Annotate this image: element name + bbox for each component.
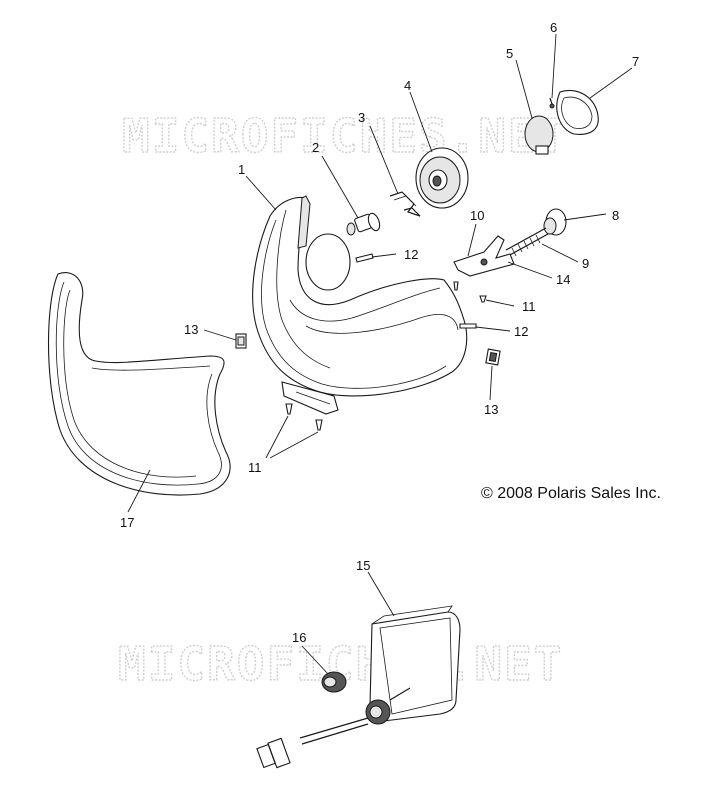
part-7-ring-gasket: [556, 90, 599, 135]
part-1-headlight-housing: [252, 195, 468, 415]
callout-15: 15: [356, 558, 370, 573]
part-10-bracket: [453, 235, 515, 277]
callout-13a: 13: [184, 322, 198, 337]
watermark-top: MICROFICHES.NET: [122, 109, 567, 163]
callout-12b: 12: [514, 324, 528, 339]
callout-13b: 13: [484, 402, 498, 417]
part-13-clips: [235, 333, 501, 366]
callout-7: 7: [632, 54, 639, 69]
callout-2: 2: [312, 140, 319, 155]
wire-harness: [256, 687, 411, 769]
callout-8: 8: [612, 208, 619, 223]
part-12-bolts: [355, 253, 477, 329]
callout-10: 10: [470, 208, 484, 223]
part-2-bulb: [346, 212, 381, 236]
part-6-screw: [549, 97, 555, 109]
part-16-grommet: [321, 671, 347, 693]
callout-6: 6: [550, 20, 557, 35]
callout-16: 16: [292, 630, 306, 645]
part-4-reflector: [415, 147, 469, 209]
part-9-adjuster-shaft: [505, 227, 549, 257]
callout-14: 14: [556, 272, 570, 287]
part-11-screws: [285, 281, 487, 431]
leader-lines: [127, 33, 633, 675]
callout-4: 4: [404, 78, 411, 93]
callouts: 1 2 3 4 5 6 7 8 9 10 11 11 12 12 13 13 1…: [120, 20, 639, 645]
part-5-lens: [524, 115, 554, 155]
callout-17: 17: [120, 515, 134, 530]
part-17-seal: [48, 272, 231, 496]
callout-12a: 12: [404, 247, 418, 262]
part-15-ballast-box: [369, 605, 461, 721]
callout-3: 3: [358, 110, 365, 125]
callout-11a: 11: [522, 299, 536, 314]
callout-5: 5: [506, 46, 513, 61]
callout-1: 1: [238, 162, 245, 177]
part-8-adjuster-knob: [543, 208, 567, 236]
callout-9: 9: [582, 256, 589, 271]
part-3-retaining-clip: [389, 191, 421, 217]
callout-11b: 11: [248, 460, 262, 475]
copyright-notice: © 2008 Polaris Sales Inc.: [481, 485, 661, 502]
